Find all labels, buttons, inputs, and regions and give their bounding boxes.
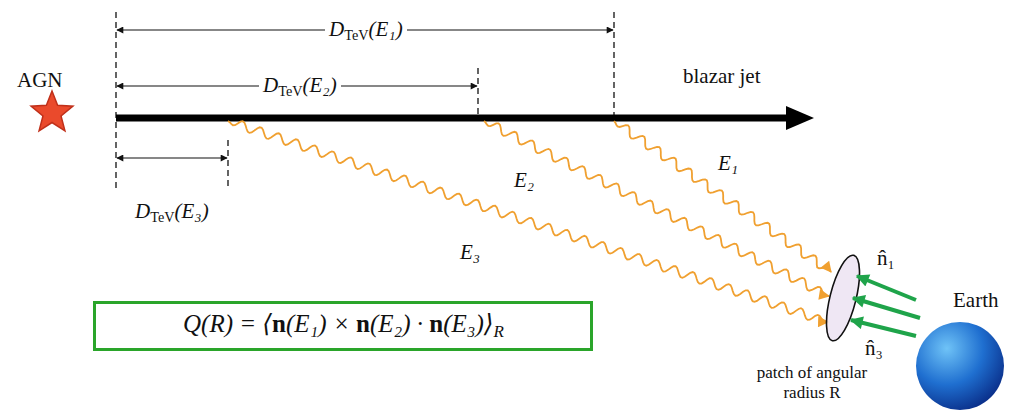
energy-label: E₃ — [460, 240, 480, 264]
photon-path — [228, 121, 828, 322]
direction-arrow — [857, 276, 916, 300]
direction-arrow — [851, 320, 916, 336]
jet-line — [116, 115, 792, 122]
dashed-guide — [227, 140, 228, 186]
agn-star — [31, 91, 73, 131]
direction-arrow — [853, 298, 920, 318]
distance-label: DTeV(E₃) — [135, 199, 209, 226]
earth-globe — [916, 322, 1004, 410]
earth-label: Earth — [953, 288, 998, 312]
formula-box: Q(R) = ⟨n(E₁) × n(E₂) · n(E₃)⟩R — [93, 301, 593, 351]
dashed-guide — [613, 12, 614, 118]
photon-path — [614, 121, 831, 272]
jet-arrowhead — [786, 106, 814, 130]
dashed-guide — [477, 68, 478, 118]
direction-label: n̂₁ — [877, 246, 895, 270]
patch-label: patch of angular radius R — [753, 363, 871, 402]
formula-text: Q(R) = ⟨n(E₁) × n(E₂) · n(E₃)⟩R — [183, 309, 504, 342]
energy-label: E₁ — [718, 151, 738, 175]
dashed-guide — [115, 12, 116, 188]
source-label: AGN — [17, 68, 63, 92]
energy-label: E₂ — [514, 168, 534, 192]
distance-label: DTeV(E₂) — [259, 73, 341, 100]
jet-label: blazar jet — [683, 64, 761, 88]
dimension-arrow — [117, 157, 227, 158]
direction-label: n̂₃ — [865, 336, 883, 360]
distance-label: DTeV(E₁) — [325, 17, 407, 44]
photon-path — [484, 121, 829, 296]
